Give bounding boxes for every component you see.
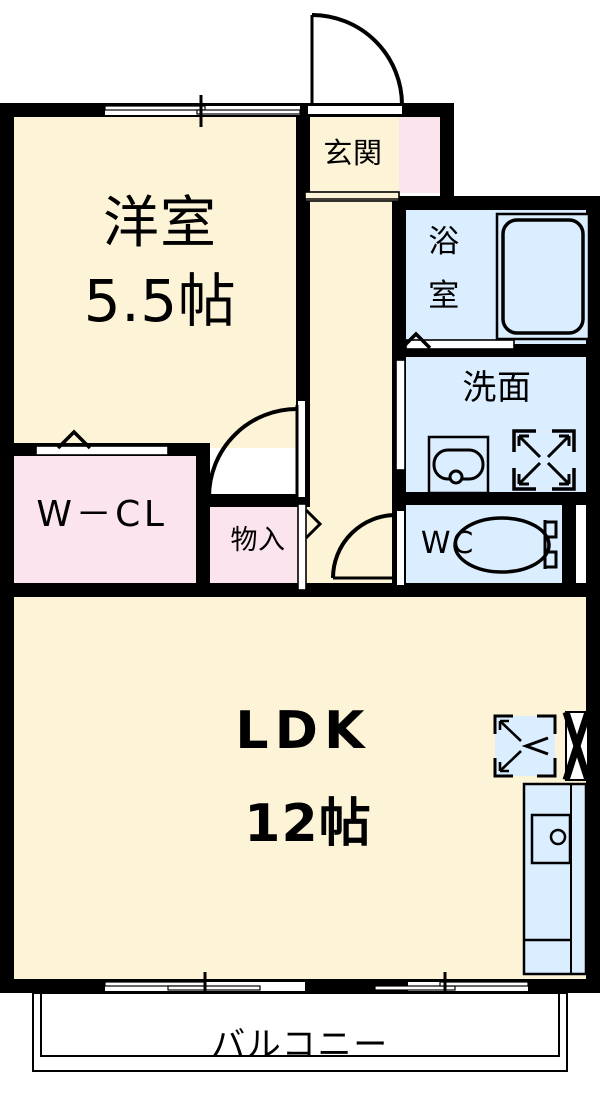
room-label-wcl: W－CL bbox=[36, 494, 168, 535]
wall-ldk-top-left bbox=[0, 583, 310, 597]
room-fill-washitsu-strip bbox=[14, 110, 304, 448]
wcl-folding-door[interactable] bbox=[35, 429, 169, 456]
wc-door[interactable] bbox=[331, 509, 406, 587]
room-label-yokushitsu-line2: 室 bbox=[428, 278, 460, 314]
refrigerator-icon bbox=[493, 714, 557, 778]
wall-genkan-right bbox=[440, 103, 454, 206]
wall-ldk-top-right bbox=[310, 583, 600, 597]
genkan-hall-door[interactable] bbox=[304, 191, 400, 202]
washing-machine-icon bbox=[512, 429, 576, 491]
toilet-icon bbox=[453, 516, 558, 574]
room-fill-ldk bbox=[10, 596, 590, 986]
room-size-washitsu: 5.5帖 bbox=[83, 267, 237, 335]
vent-window-icon bbox=[562, 710, 592, 782]
room-label-genkan: 玄関 bbox=[323, 136, 383, 170]
wall-bath-top bbox=[399, 196, 600, 210]
monoire-door[interactable] bbox=[297, 503, 323, 591]
wall-outer-left bbox=[0, 103, 14, 993]
balcony-outline bbox=[32, 992, 568, 1072]
yokushitsu-door[interactable] bbox=[400, 331, 515, 350]
bathtub-icon bbox=[495, 212, 591, 341]
room-fill-wcl bbox=[10, 452, 202, 590]
room-label-yokushitsu-line1: 浴 bbox=[428, 224, 460, 260]
room-fill-shoe-closet bbox=[399, 110, 443, 193]
room-size-ldk: 12帖 bbox=[244, 794, 372, 854]
room-label-ldk: LDK bbox=[235, 701, 371, 761]
room-label-monoire: 物入 bbox=[230, 525, 286, 556]
wall-wc-right bbox=[562, 492, 576, 596]
washitsu-window[interactable] bbox=[104, 95, 301, 127]
wall-washroom-wc bbox=[399, 492, 600, 505]
senmen-door[interactable] bbox=[395, 359, 406, 471]
room-label-balcony: バルコニー bbox=[211, 1025, 389, 1065]
room-label-washitsu: 洋室 bbox=[102, 191, 218, 256]
room-fill-genkan bbox=[304, 110, 399, 196]
washitsu-door[interactable] bbox=[207, 399, 307, 499]
room-fill-monoire bbox=[210, 504, 304, 590]
kitchen-sink-icon bbox=[522, 782, 588, 976]
room-label-senmen: 洗面 bbox=[462, 368, 532, 408]
sink-icon bbox=[427, 435, 490, 495]
wall-wcl-right bbox=[196, 443, 210, 595]
room-label-wc: WC bbox=[420, 526, 476, 561]
entrance-door[interactable] bbox=[306, 13, 404, 116]
